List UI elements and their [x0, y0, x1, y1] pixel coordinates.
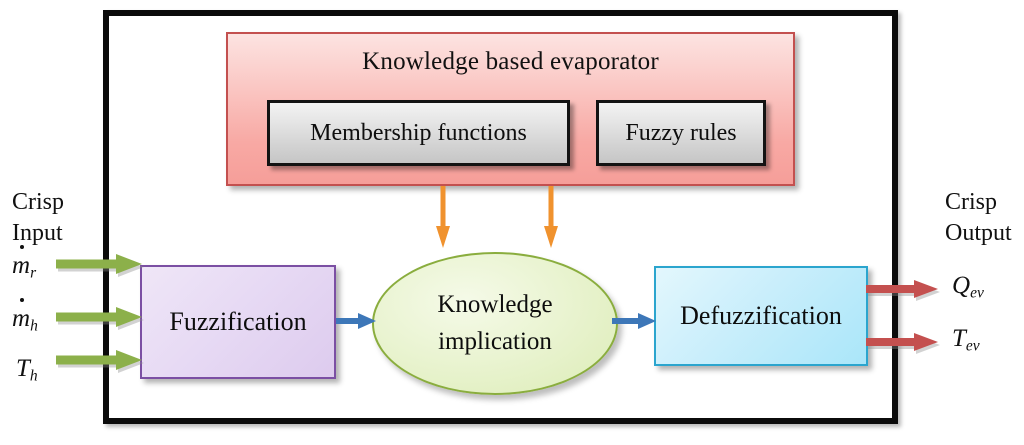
output-variable-tev: Tev: [952, 325, 980, 355]
output-arrow-heat-capacity: [866, 280, 942, 303]
input-arrow-mass-flow-refrigerant: [56, 254, 146, 278]
knowledge-implication-block[interactable]: Knowledge implication: [372, 252, 618, 395]
input-variable-mr: mr: [12, 252, 37, 282]
input-variable-mh: mh: [12, 305, 38, 335]
crisp-output-heading-line2: Output: [945, 220, 1012, 246]
knowledge-base-panel: Knowledge based evaporator Membership fu…: [226, 32, 795, 186]
fuzzification-block[interactable]: Fuzzification: [140, 265, 336, 379]
knowledge-base-title: Knowledge based evaporator: [362, 48, 659, 75]
defuzzification-block[interactable]: Defuzzification: [654, 266, 868, 366]
knowledge-feed-arrow-left: [433, 186, 453, 250]
crisp-output-heading-line1: Crisp: [945, 189, 998, 215]
membership-functions-button[interactable]: Membership functions: [267, 100, 570, 166]
flow-arrow-implication-to-defuzzification: [612, 310, 658, 332]
output-variable-qev: Qev: [952, 272, 984, 302]
input-arrow-mass-flow-heat: [56, 307, 146, 331]
crisp-input-heading-line2: Input: [12, 220, 63, 246]
crisp-input-heading-line1: Crisp: [12, 189, 65, 215]
fuzzy-rules-button[interactable]: Fuzzy rules: [596, 100, 766, 166]
input-arrow-temperature-heat: [56, 350, 146, 374]
output-arrow-evaporator-temperature: [866, 333, 942, 356]
knowledge-feed-arrow-right: [541, 186, 561, 250]
system-boundary-frame: [103, 10, 898, 424]
input-variable-th: Th: [16, 355, 38, 385]
knowledge-implication-line1: Knowledge: [437, 291, 553, 319]
flow-arrow-fuzzification-to-implication: [336, 310, 378, 332]
knowledge-implication-line2: implication: [438, 327, 552, 355]
